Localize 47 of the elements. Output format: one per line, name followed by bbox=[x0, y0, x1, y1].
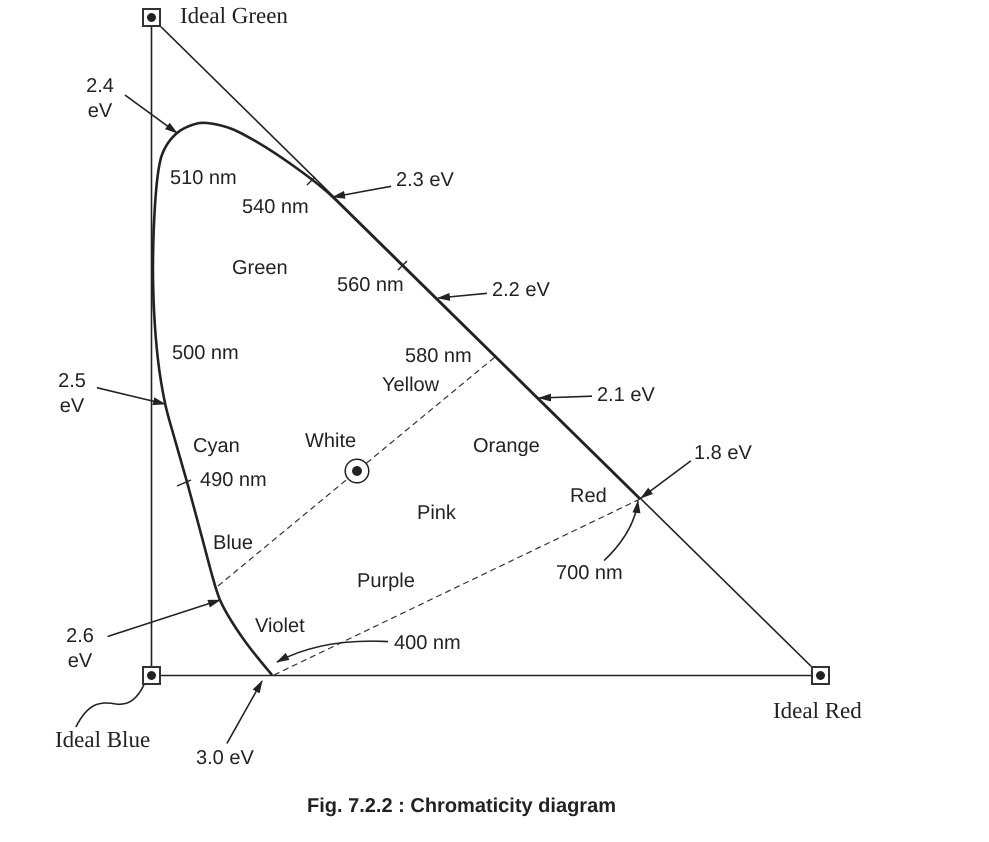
point-marker bbox=[811, 666, 830, 685]
leader-arrow bbox=[604, 500, 640, 562]
leader-arrow bbox=[107, 599, 221, 638]
region-label: Orange bbox=[473, 435, 540, 457]
energy-label: 2.4 eV bbox=[80, 74, 120, 124]
leader-arrow bbox=[276, 640, 388, 663]
energy-label: 3.0 eV bbox=[196, 747, 254, 769]
region-label: Cyan bbox=[193, 435, 240, 457]
wavelength-label: 490 nm bbox=[200, 469, 267, 491]
triangle-side-line bbox=[160, 26, 812, 667]
wavelength-label: 400 nm bbox=[394, 632, 461, 654]
figure-caption: Fig. 7.2.2 : Chromaticity diagram bbox=[307, 794, 616, 818]
region-label: Green bbox=[232, 257, 288, 279]
point-label: Ideal Blue bbox=[55, 727, 150, 753]
energy-label: 1.8 eV bbox=[694, 442, 752, 464]
energy-label: 2.6 eV bbox=[60, 624, 100, 674]
leader-arrow bbox=[124, 94, 178, 134]
leader-arrow bbox=[96, 386, 166, 406]
region-label: Pink bbox=[417, 502, 456, 524]
triangle-side-line bbox=[150, 27, 152, 666]
region-label: Blue bbox=[213, 532, 254, 554]
wavelength-label: 540 nm bbox=[242, 196, 309, 218]
point-label: Ideal Red bbox=[773, 698, 862, 724]
wavelength-label: 580 nm bbox=[405, 345, 472, 367]
region-label: White bbox=[305, 430, 356, 452]
region-label: Yellow bbox=[382, 374, 440, 396]
leader-arrow bbox=[437, 292, 488, 301]
wavelength-label: 560 nm bbox=[337, 274, 404, 296]
energy-label: 2.3 eV bbox=[396, 169, 454, 191]
point-marker bbox=[142, 666, 161, 685]
leader-line bbox=[75, 684, 145, 728]
energy-label: 2.5 eV bbox=[52, 369, 92, 419]
region-label: Violet bbox=[255, 615, 305, 637]
leader-arrow bbox=[332, 186, 392, 199]
region-label: Purple bbox=[357, 570, 415, 592]
leader-arrow bbox=[640, 460, 692, 499]
leader-arrow bbox=[538, 394, 592, 402]
wavelength-label: 510 nm bbox=[170, 167, 237, 189]
energy-label: 2.2 eV bbox=[492, 279, 550, 301]
triangle-side-line bbox=[161, 674, 811, 676]
wavelength-label: 500 nm bbox=[172, 342, 239, 364]
leader-arrow bbox=[226, 680, 263, 744]
wavelength-label: 700 nm bbox=[556, 562, 623, 584]
point-label: Ideal Green bbox=[180, 3, 288, 29]
point-marker bbox=[142, 8, 161, 27]
region-label: Red bbox=[570, 485, 607, 507]
energy-label: 2.1 eV bbox=[597, 384, 655, 406]
